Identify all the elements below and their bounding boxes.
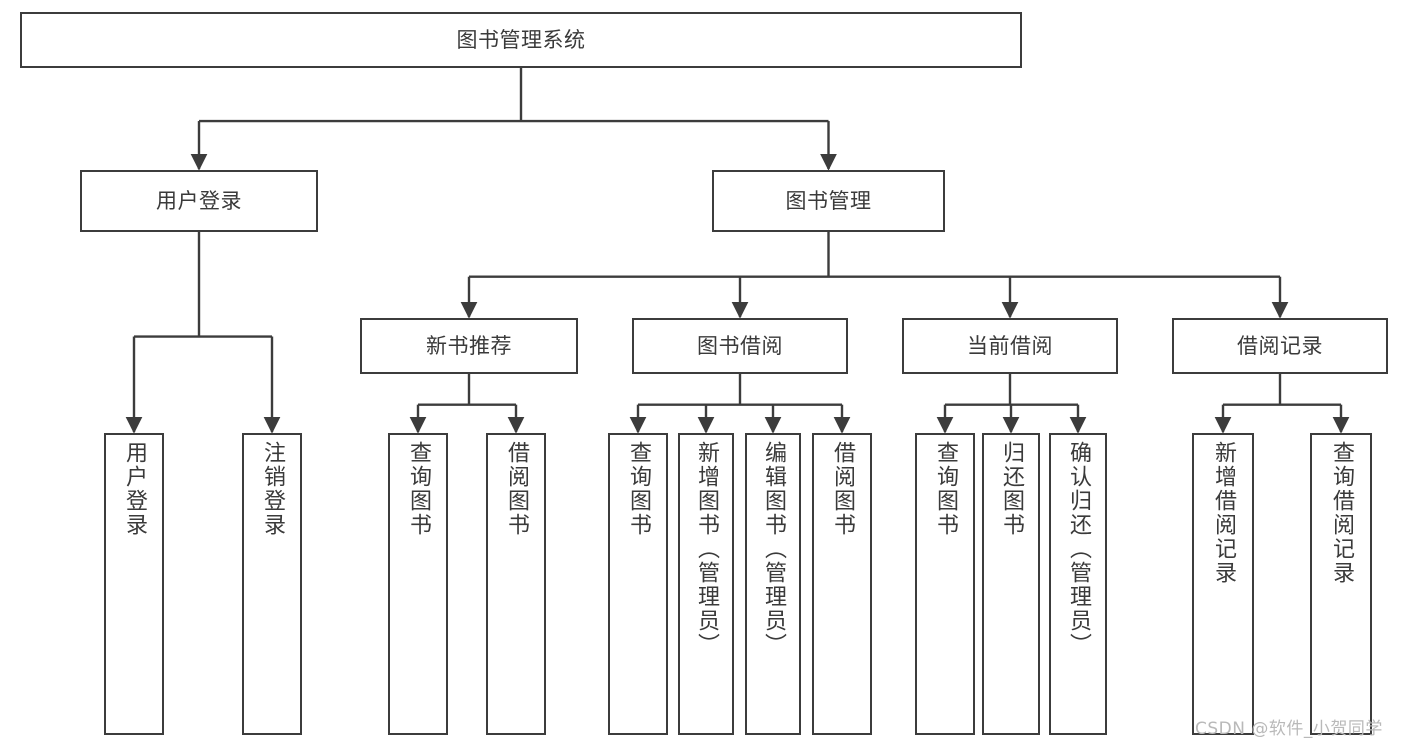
node-label: 查询图书 [406,441,431,537]
node-leaf-cu-confirm[interactable]: 确认归还（管理员） [1049,433,1107,735]
node-label: 新增借阅记录 [1211,441,1236,585]
node-leaf-re-add[interactable]: 新增借阅记录 [1192,433,1254,735]
node-label: 借阅图书 [504,441,529,537]
node-leaf-bo-add[interactable]: 新增图书（管理员） [678,433,734,735]
node-label: 查询图书 [626,441,651,537]
csdn-watermark: CSDN @软件_小贺同学 [1195,719,1383,739]
node-label: 注销登录 [260,441,285,537]
node-current[interactable]: 当前借阅 [902,318,1118,374]
node-label: 查询图书 [933,441,958,537]
node-bookmgmt[interactable]: 图书管理 [712,170,945,232]
node-leaf-re-query[interactable]: 查询借阅记录 [1310,433,1372,735]
node-label: 图书借阅 [697,333,783,358]
node-label: 当前借阅 [967,333,1053,358]
node-label: 新书推荐 [426,333,512,358]
node-leaf-bo-query[interactable]: 查询图书 [608,433,668,735]
node-leaf-user-logout[interactable]: 注销登录 [242,433,302,735]
node-label: 查询借阅记录 [1329,441,1354,585]
node-records[interactable]: 借阅记录 [1172,318,1388,374]
node-root[interactable]: 图书管理系统 [20,12,1022,68]
node-label: 图书管理系统 [456,27,586,52]
node-label: 用户登录 [122,441,147,537]
node-login[interactable]: 用户登录 [80,170,318,232]
node-leaf-user-login[interactable]: 用户登录 [104,433,164,735]
node-leaf-nb-borrow[interactable]: 借阅图书 [486,433,546,735]
node-label: 新增图书（管理员） [694,441,719,657]
node-leaf-cu-query[interactable]: 查询图书 [915,433,975,735]
node-leaf-nb-query[interactable]: 查询图书 [388,433,448,735]
node-leaf-bo-borrow[interactable]: 借阅图书 [812,433,872,735]
node-label: 归还图书 [999,441,1024,537]
node-label: 用户登录 [156,188,242,213]
node-label: 图书管理 [785,188,872,213]
node-label: 借阅图书 [830,441,855,537]
node-newbook[interactable]: 新书推荐 [360,318,578,374]
node-leaf-cu-return[interactable]: 归还图书 [982,433,1040,735]
node-label: 借阅记录 [1237,333,1323,358]
edge-lines [125,68,1350,434]
node-borrow[interactable]: 图书借阅 [632,318,848,374]
node-label: 编辑图书（管理员） [761,441,786,657]
node-leaf-bo-edit[interactable]: 编辑图书（管理员） [745,433,801,735]
node-label: 确认归还（管理员） [1066,441,1091,657]
